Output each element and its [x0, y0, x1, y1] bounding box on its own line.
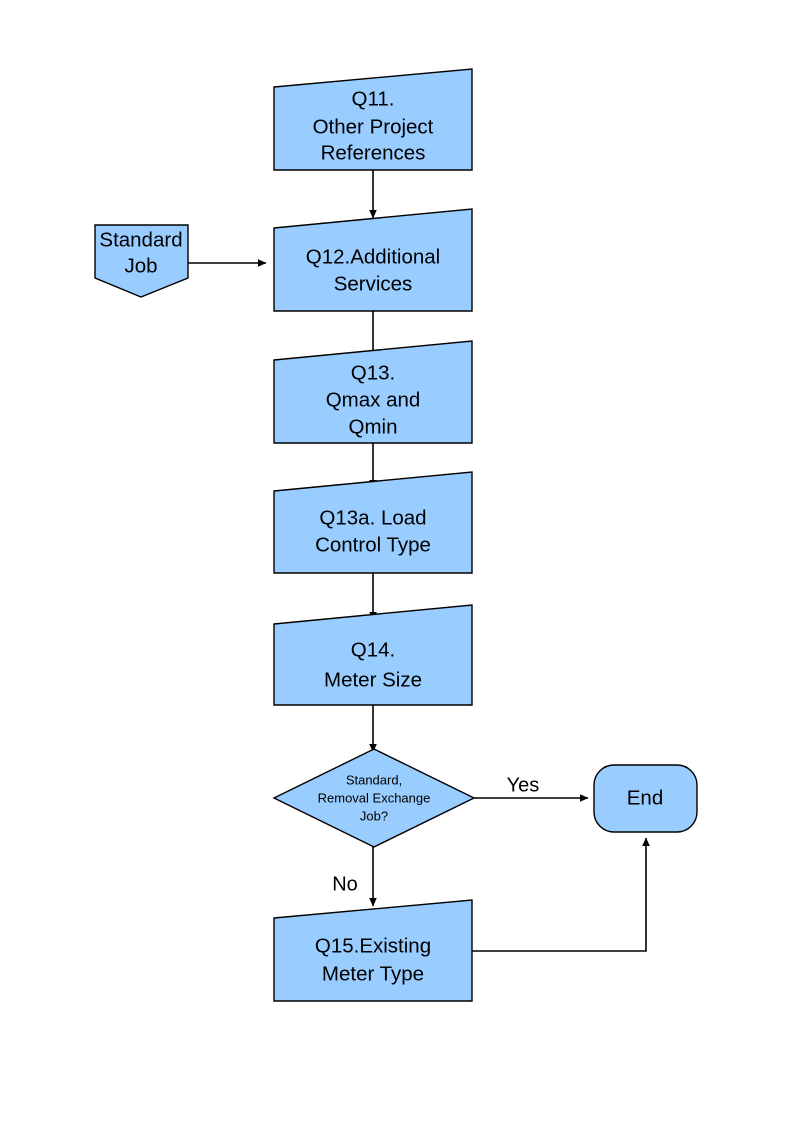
- q13-label-line-3: Qmin: [349, 415, 398, 438]
- q12-label-line-1: Q12.Additional: [306, 245, 440, 268]
- q13a-label-line-1: Q13a. Load: [319, 506, 426, 529]
- q12-label-line-2: Services: [334, 272, 413, 295]
- q14-label-line-2: Meter Size: [324, 668, 422, 691]
- connector-q15-to-end: [472, 837, 650, 952]
- q15-shape: [273, 899, 473, 1002]
- node-standard-job[interactable]: Standard Job: [94, 224, 189, 298]
- decision-label-line-1: Standard,: [346, 772, 402, 787]
- end-label: End: [627, 786, 663, 809]
- q14-shape: [273, 604, 473, 706]
- q11-shape: [273, 68, 473, 171]
- node-q14[interactable]: Q14. Meter Size: [273, 604, 473, 706]
- q12-shape: [273, 208, 473, 312]
- standard-job-label-line-1: Standard: [99, 228, 182, 251]
- q14-label-line-1: Q14.: [351, 638, 395, 661]
- edge-label-yes: Yes: [507, 774, 540, 796]
- decision-shape: [272, 748, 476, 848]
- end-shape: [593, 764, 698, 833]
- node-q13a[interactable]: Q13a. Load Control Type: [273, 471, 473, 574]
- node-decision[interactable]: Standard, Removal Exchange Job?: [272, 748, 476, 848]
- q13a-shape: [273, 471, 473, 574]
- node-q15[interactable]: Q15.Existing Meter Type: [273, 899, 473, 1002]
- standard-job-shape: [94, 224, 189, 298]
- q15-label-line-2: Meter Type: [322, 962, 424, 985]
- decision-label-line-2: Removal Exchange: [318, 790, 431, 805]
- q13a-label-line-2: Control Type: [315, 533, 431, 556]
- q11-label-line-1: Q11.: [352, 87, 395, 110]
- node-q12[interactable]: Q12.Additional Services: [273, 208, 473, 312]
- decision-label-line-3: Job?: [360, 808, 388, 823]
- connector-layer: [188, 170, 650, 952]
- node-q13[interactable]: Q13. Qmax and Qmin: [273, 340, 473, 444]
- q13-label-line-2: Qmax and: [326, 388, 421, 411]
- q15-label-line-1: Q15.Existing: [315, 934, 431, 957]
- standard-job-label-line-2: Job: [124, 254, 157, 277]
- q11-label-line-2: Other Project: [313, 115, 434, 138]
- node-q11[interactable]: Q11. Other Project References: [273, 68, 473, 171]
- q13-label-line-1: Q13.: [351, 361, 395, 384]
- node-end[interactable]: End: [593, 764, 698, 833]
- edge-label-no: No: [332, 873, 358, 895]
- q11-label-line-3: References: [321, 141, 426, 164]
- q13-shape: [273, 340, 473, 444]
